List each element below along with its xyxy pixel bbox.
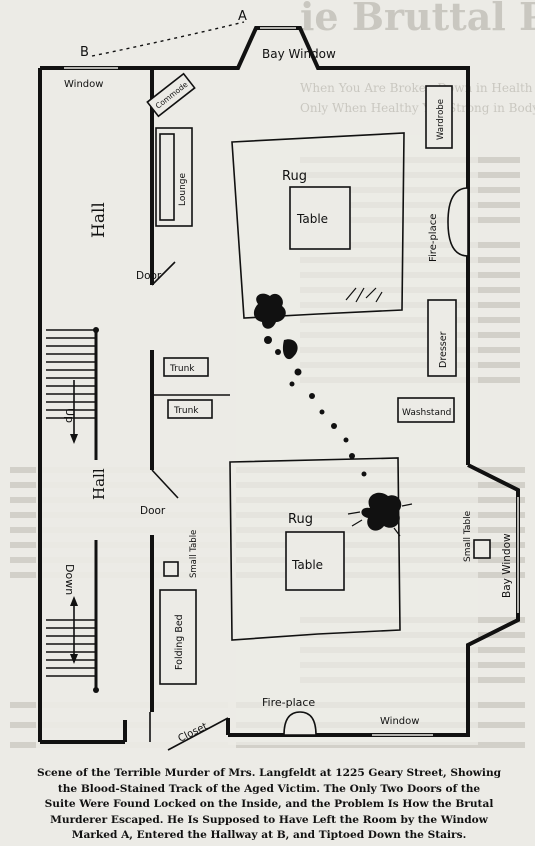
point-b-label: B — [80, 45, 89, 60]
table-upper — [289, 186, 351, 250]
door-lower-label: Door — [140, 505, 166, 517]
folding-bed-box — [159, 589, 197, 685]
small-table-left-box — [163, 561, 179, 577]
lounge-back — [159, 133, 175, 221]
trunk-2-box — [167, 399, 213, 419]
blood-stain-lower — [361, 492, 402, 531]
background-newsprint: ie Bruttal Power When You Are Broken Dow… — [10, 0, 535, 750]
stairs-down-label: Down — [63, 564, 76, 595]
fireplace-bottom-label: Fire-place — [262, 696, 315, 709]
caption-line-2: the Blood-Stained Track of the Aged Vict… — [57, 782, 481, 795]
hall-upper-label: Hall — [89, 202, 109, 238]
figure-caption: Scene of the Terrible Murder of Mrs. Lan… — [14, 766, 524, 844]
small-table-right-box — [473, 539, 491, 559]
wardrobe-label: Wardrobe — [436, 99, 446, 140]
windows — [62, 26, 520, 737]
rug-upper-label: Rug — [282, 169, 307, 184]
rug-lower — [229, 457, 401, 641]
door-lower-swing — [151, 469, 179, 499]
fireplace-side — [447, 187, 469, 257]
door-upper-swing — [151, 261, 176, 286]
bay-window-top-label: Bay Window — [262, 47, 336, 61]
rug-lower-label: Rug — [288, 512, 313, 527]
rug-upper — [231, 132, 405, 319]
table-lower-label: Table — [291, 558, 323, 572]
trunk-2-label: Trunk — [173, 406, 199, 416]
closet-door — [167, 717, 229, 751]
trunk-1-label: Trunk — [169, 364, 195, 374]
caption-line-4: Murderer Escaped. He Is Supposed to Have… — [50, 813, 488, 826]
washstand-box — [397, 397, 455, 423]
window-bottom-label: Window — [380, 716, 419, 727]
small-table-left-label: Small Table — [189, 530, 199, 578]
blood-track — [253, 287, 413, 537]
wardrobe-box — [425, 85, 453, 149]
north-wall — [40, 26, 470, 465]
dresser-box — [427, 299, 457, 377]
washstand-label: Washstand — [402, 408, 451, 418]
lounge-label: Lounge — [178, 173, 188, 206]
fireplace-side-label: Fire-place — [428, 214, 439, 262]
door-upper-label: Door — [136, 270, 162, 282]
subhead-text-1: When You Are Broken Down in Health You A… — [300, 81, 535, 95]
dotted-escape-line — [91, 21, 245, 57]
table-lower — [285, 531, 345, 591]
caption-line-3: Suite Were Found Locked on the Inside, a… — [44, 798, 494, 810]
point-a-label: A — [238, 9, 247, 24]
blood-stain-large — [253, 293, 286, 329]
stairs-down — [46, 540, 99, 693]
fireplace-bottom — [283, 711, 317, 736]
hall-upper: Hall Door Up Trunk Trunk — [46, 202, 213, 460]
stairs-up — [46, 327, 99, 460]
dresser-label: Dresser — [438, 331, 449, 368]
bay-window-right-label: Bay Window — [501, 533, 513, 598]
hall-lower-label: Hall — [90, 468, 108, 500]
table-upper-label: Table — [296, 212, 328, 226]
commode-box — [146, 72, 196, 118]
masthead-text: ie Bruttal Power — [300, 0, 535, 39]
east-wall — [410, 463, 520, 737]
folding-bed-label: Folding Bed — [174, 614, 185, 670]
stairs-up-label: Up — [63, 408, 76, 423]
window-top-left-label: Window — [64, 79, 103, 90]
caption-line-5: Marked A, Entered the Hallway at B, and … — [71, 829, 467, 841]
caption-line-1: Scene of the Terrible Murder of Mrs. Lan… — [36, 767, 502, 779]
small-table-right-label: Small Table — [463, 510, 473, 562]
subhead-text-2: Only When Healthy You Strong in Body and… — [300, 101, 535, 115]
escape-path: A B Bay Window Window — [64, 9, 336, 90]
trunk-1-box — [163, 357, 209, 377]
